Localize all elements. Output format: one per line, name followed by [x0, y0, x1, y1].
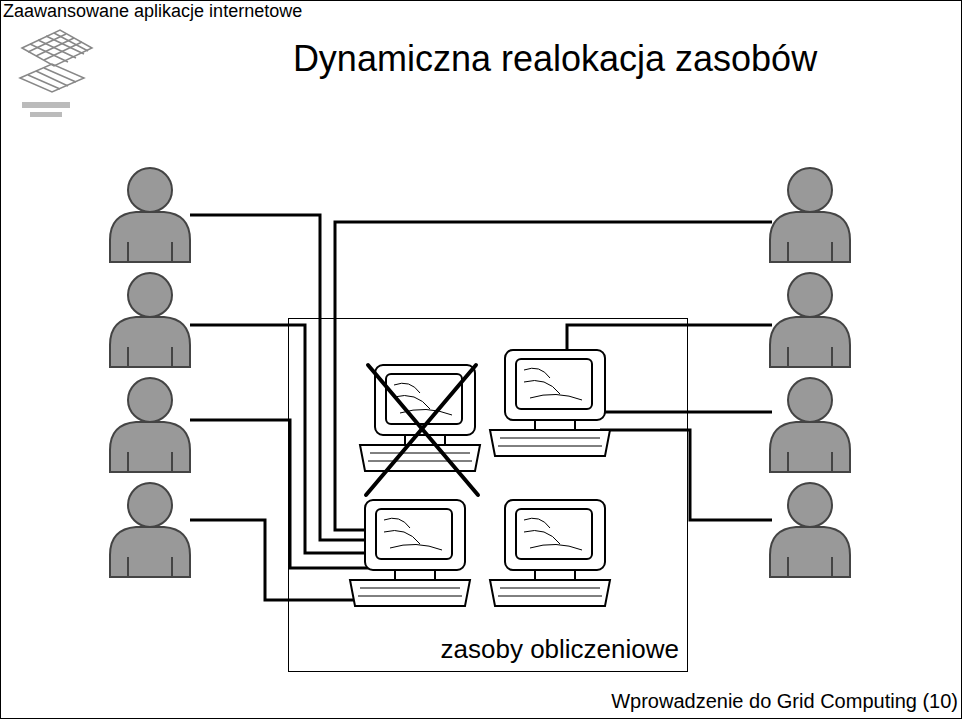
user-body [110, 527, 190, 577]
course-header: Zaawansowane aplikacje internetowe [3, 1, 302, 22]
user-arm-line [788, 347, 832, 367]
user-head [788, 273, 832, 317]
monitor-screen [516, 359, 592, 409]
monitor-screen [376, 509, 452, 559]
user-head [128, 168, 172, 212]
keyboard-keys [498, 438, 602, 446]
user-icon [110, 273, 190, 367]
user-head [788, 168, 832, 212]
slide-title: Dynamiczna realokacja zasobów [200, 38, 910, 80]
user-head [128, 378, 172, 422]
user-body [110, 422, 190, 472]
slide-footer: Wprowadzenie do Grid Computing (10) [611, 690, 958, 713]
user-head [128, 483, 172, 527]
lab-logo [20, 30, 92, 117]
keyboard [360, 445, 480, 471]
user-body [770, 422, 850, 472]
user-icon [110, 168, 190, 262]
screen-glare [394, 383, 452, 415]
screen-glare [384, 518, 442, 550]
user-body [110, 317, 190, 367]
user-body [770, 317, 850, 367]
user-icon [770, 273, 850, 367]
monitor-screen [516, 509, 592, 559]
keyboard-keys [498, 588, 602, 596]
computer-icon [350, 500, 470, 606]
user-head [788, 483, 832, 527]
box-caption: zasoby obliczeniowe [441, 634, 679, 665]
computers [350, 350, 610, 606]
keyboard [350, 580, 470, 606]
user-arm-line [788, 242, 832, 262]
user-arm-line [128, 452, 172, 472]
user-body [110, 212, 190, 262]
user-head [788, 378, 832, 422]
user-arm-line [128, 557, 172, 577]
computer-icon [490, 500, 610, 606]
monitor [365, 500, 465, 570]
keyboard [490, 580, 610, 606]
user-arm-line [128, 347, 172, 367]
computer-icon [490, 350, 610, 456]
user-arm-line [128, 242, 172, 262]
user-arm-line [788, 557, 832, 577]
user-arm-line [788, 452, 832, 472]
keyboard-keys [358, 588, 462, 596]
keyboard-keys [368, 453, 472, 461]
user-icon [110, 378, 190, 472]
failure-cross [366, 365, 478, 495]
monitor [505, 500, 605, 570]
user-body [770, 527, 850, 577]
screen-glare [524, 518, 582, 550]
user-icon [770, 168, 850, 262]
monitor [505, 350, 605, 420]
user-head [128, 273, 172, 317]
user-body [770, 212, 850, 262]
user-icon [110, 483, 190, 577]
resource-pool-box: zasoby obliczeniowe [288, 318, 688, 672]
user-icon [770, 378, 850, 472]
user-icon [770, 483, 850, 577]
connection-wires [190, 215, 772, 600]
keyboard [490, 430, 610, 456]
screen-glare [524, 368, 582, 400]
users [110, 168, 850, 577]
